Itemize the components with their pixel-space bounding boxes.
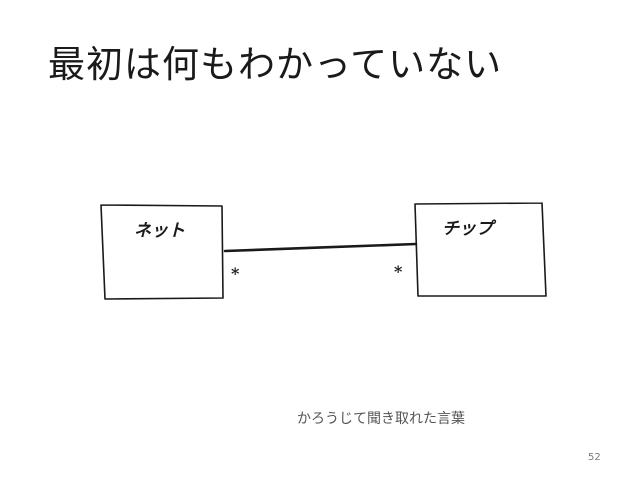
left-multiplicity: * xyxy=(231,264,240,283)
right-multiplicity: * xyxy=(394,262,403,281)
association-line xyxy=(223,242,418,253)
entity-box-chip: チップ xyxy=(414,202,547,297)
entity-label-net: ネット xyxy=(134,221,185,241)
caption: かろうじて聞き取れた言葉 xyxy=(297,411,465,427)
entity-label-chip: チップ xyxy=(442,219,497,239)
page-number: 52 xyxy=(588,452,601,463)
slide-title: 最初は何もわかっていない xyxy=(48,43,503,86)
entity-box-net: ネット xyxy=(100,204,224,300)
